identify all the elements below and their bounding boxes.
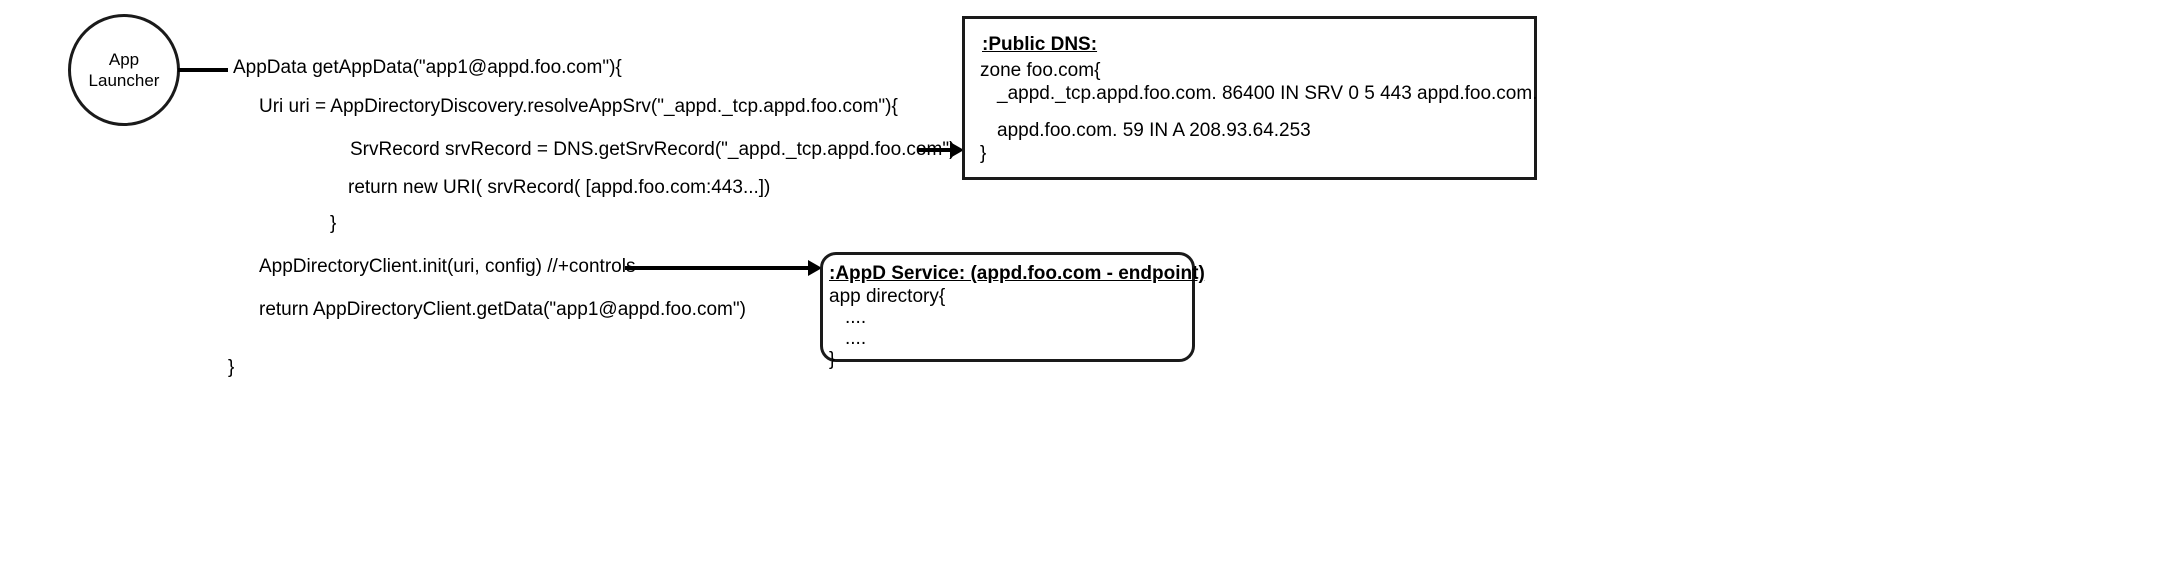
arrow-shaft-to-appd bbox=[625, 266, 813, 270]
public-dns-box: :Public DNS: zone foo.com{ _appd._tcp.ap… bbox=[962, 16, 1537, 180]
code-line-6: AppDirectoryClient.init(uri, config) //+… bbox=[259, 256, 636, 277]
appd-service-row-ellipsis-2: .... bbox=[845, 328, 867, 349]
public-dns-row-srv-record: _appd._tcp.appd.foo.com. 86400 IN SRV 0 … bbox=[997, 83, 1538, 104]
public-dns-row-close-brace: } bbox=[980, 143, 987, 164]
code-line-3: SrvRecord srvRecord = DNS.getSrvRecord("… bbox=[350, 139, 956, 160]
arrow-shaft-to-dns bbox=[918, 148, 952, 152]
public-dns-box-title: :Public DNS: bbox=[982, 34, 1098, 55]
actor-label-line2: Launcher bbox=[88, 71, 160, 90]
appd-service-box-title: :AppD Service: (appd.foo.com - endpoint) bbox=[829, 263, 1205, 284]
code-line-7: return AppDirectoryClient.getData("app1@… bbox=[259, 299, 746, 320]
code-line-2: Uri uri = AppDirectoryDiscovery.resolveA… bbox=[259, 96, 898, 117]
appd-service-row-app-directory: app directory{ bbox=[829, 286, 946, 307]
arrow-head-to-appd bbox=[808, 260, 822, 276]
actor-label-line1: App bbox=[108, 49, 140, 69]
appd-service-row-ellipsis-1: .... bbox=[845, 307, 867, 328]
code-line-4: return new URI( srvRecord( [appd.foo.com… bbox=[348, 177, 771, 198]
public-dns-row-a-record: appd.foo.com. 59 IN A 208.93.64.253 bbox=[997, 120, 1311, 141]
appd-service-row-close-brace: } bbox=[829, 349, 836, 370]
actor-connector-line bbox=[178, 68, 228, 72]
public-dns-row-zone: zone foo.com{ bbox=[980, 60, 1101, 81]
actor-app-launcher: App Launcher bbox=[68, 14, 180, 126]
code-line-8: } bbox=[228, 357, 235, 378]
arrow-head-to-dns bbox=[950, 142, 964, 158]
code-line-5: } bbox=[330, 213, 337, 234]
appd-service-box: :AppD Service: (appd.foo.com - endpoint)… bbox=[820, 252, 1205, 369]
code-line-1: AppData getAppData("app1@appd.foo.com"){ bbox=[233, 57, 622, 78]
